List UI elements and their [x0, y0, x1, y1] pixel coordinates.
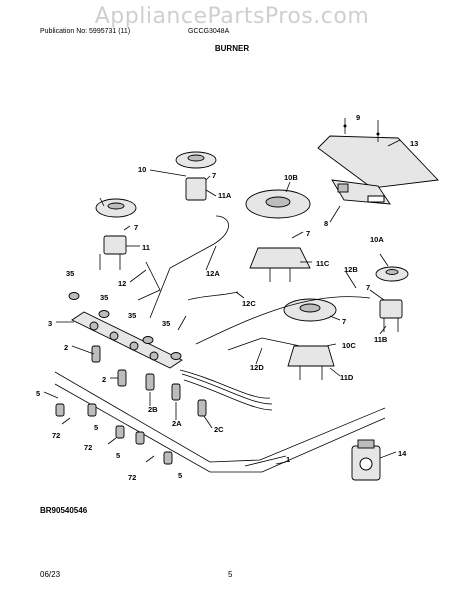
callout-12: 12 — [118, 279, 126, 288]
callout-10b: 10B — [284, 173, 298, 182]
callout-5: 5 — [36, 389, 40, 398]
callout-labels: 1 2 2 2B 2A 2C 3 5 5 5 5 7 7 7 7 7 8 9 1… — [36, 113, 418, 482]
callout-35: 35 — [162, 319, 170, 328]
part-8-spark-module[interactable] — [331, 179, 391, 205]
burner-10[interactable] — [175, 151, 217, 201]
callout-7: 7 — [134, 223, 138, 232]
callout-35: 35 — [128, 311, 136, 320]
callout-10a: 10A — [370, 235, 384, 244]
burner-10a[interactable] — [375, 266, 409, 332]
publication-number: Publication No: 5995731 (11) — [40, 28, 131, 35]
callout-11c: 11C — [316, 259, 330, 268]
part-13-panel[interactable] — [317, 118, 439, 189]
diagram-code: BR90540546 — [40, 506, 88, 515]
callout-7: 7 — [366, 283, 370, 292]
supply-tubes[interactable] — [137, 215, 371, 351]
callout-72: 72 — [128, 473, 136, 482]
callout-2: 2 — [102, 375, 106, 384]
callout-11b: 11B — [374, 335, 388, 344]
footer-date: 06/23 — [40, 570, 61, 579]
callout-14: 14 — [398, 449, 407, 458]
callout-5: 5 — [94, 423, 98, 432]
section-title: BURNER — [214, 44, 250, 53]
callout-5: 5 — [178, 471, 182, 480]
callout-13: 13 — [410, 139, 418, 148]
part-14-regulator[interactable] — [351, 439, 381, 481]
callout-7: 7 — [342, 317, 346, 326]
valve-stems[interactable] — [91, 345, 207, 417]
callout-10c: 10C — [342, 341, 356, 350]
burner-10c[interactable] — [283, 298, 337, 380]
callout-35: 35 — [100, 293, 108, 302]
callout-12b: 12B — [344, 265, 358, 274]
leader-lines — [43, 139, 401, 465]
callout-11: 11 — [142, 243, 150, 252]
callout-1: 1 — [286, 455, 290, 464]
callout-72: 72 — [52, 431, 60, 440]
callout-2a: 2A — [172, 419, 182, 428]
part-1-manifold[interactable] — [54, 371, 386, 473]
callout-5: 5 — [116, 451, 120, 460]
callout-72: 72 — [84, 443, 92, 452]
callout-7: 7 — [212, 171, 216, 180]
burner-10b[interactable] — [245, 189, 311, 282]
callout-2b: 2B — [148, 405, 158, 414]
part-3-valve-bar[interactable] — [71, 311, 183, 369]
callout-12d: 12D — [250, 363, 264, 372]
callout-9: 9 — [356, 113, 360, 122]
callout-11d: 11D — [340, 373, 354, 382]
callout-2: 2 — [64, 343, 68, 352]
callout-10: 10 — [138, 165, 146, 174]
callout-7: 7 — [306, 229, 310, 238]
igniter-wires — [179, 369, 273, 411]
burner-11[interactable] — [95, 198, 137, 270]
part-72-screws[interactable] — [61, 417, 155, 463]
callout-12c: 12C — [242, 299, 256, 308]
page-number: 5 — [228, 570, 233, 579]
callout-11a: 11A — [218, 191, 232, 200]
callout-8: 8 — [324, 219, 328, 228]
callout-35: 35 — [66, 269, 74, 278]
callout-3: 3 — [48, 319, 52, 328]
watermark: AppliancePartsPros.com — [94, 4, 370, 29]
model-number: GCCG3048A — [188, 28, 230, 35]
part-5-clips[interactable] — [55, 403, 173, 465]
part-35-grommets[interactable] — [68, 292, 182, 360]
callout-12a: 12A — [206, 269, 220, 278]
callout-2c: 2C — [214, 425, 224, 434]
